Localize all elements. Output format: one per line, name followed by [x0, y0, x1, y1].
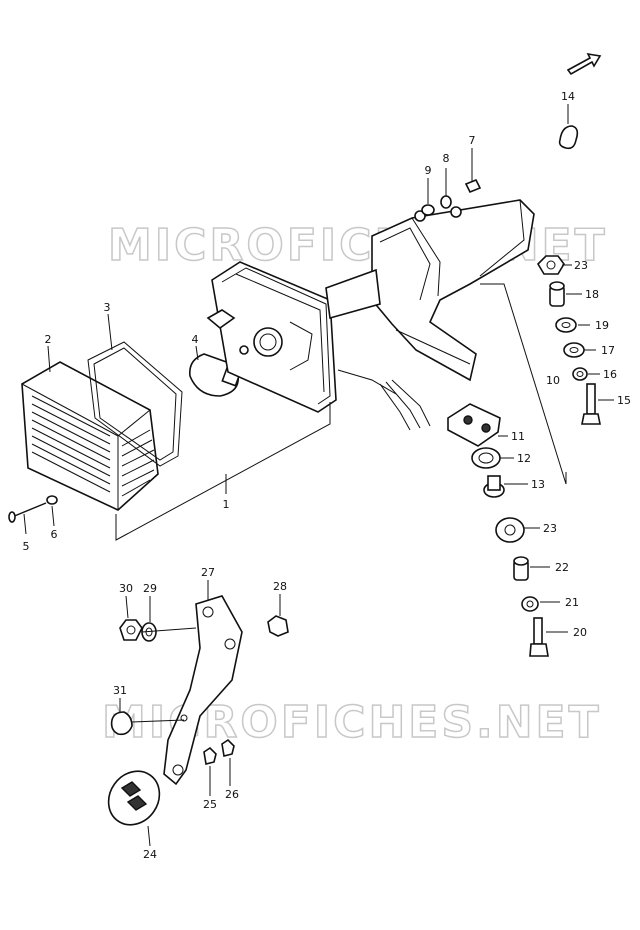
callout-11: 11	[511, 430, 525, 443]
callout-18: 18	[585, 288, 599, 301]
callouts: 2 3 4 1 5 6 7 8 9 10 11 12 13 14 15 16 1…	[23, 90, 632, 861]
nut-25	[203, 746, 217, 765]
washer-17	[563, 342, 585, 358]
nut-16	[572, 367, 588, 381]
front-arrow-icon	[566, 52, 602, 76]
callout-30: 30	[119, 582, 133, 595]
wire-clamp	[447, 403, 501, 447]
callout-28: 28	[273, 580, 287, 593]
callout-13: 13	[531, 478, 545, 491]
callout-15: 15	[617, 394, 631, 407]
tail-light-housing	[206, 261, 431, 431]
lens-gasket	[87, 341, 183, 467]
callout-10: 10	[546, 374, 560, 387]
callout-29: 29	[143, 582, 157, 595]
callout-8: 8	[443, 152, 450, 165]
callout-23-bottom: 23	[543, 522, 557, 535]
washer-19	[555, 317, 577, 333]
bolt-15	[581, 383, 601, 425]
tail-light-bracket	[325, 199, 535, 382]
reflector	[107, 770, 161, 826]
callout-17: 17	[601, 344, 615, 357]
leader-lines	[23, 104, 614, 847]
callout-6: 6	[51, 528, 58, 541]
callout-27: 27	[201, 566, 215, 579]
callout-25: 25	[203, 798, 217, 811]
callout-22: 22	[555, 561, 569, 574]
callout-20: 20	[573, 626, 587, 639]
callout-5: 5	[23, 540, 30, 553]
washer-9	[421, 204, 435, 216]
washer-8	[440, 195, 452, 209]
tail-light-lens	[21, 361, 159, 511]
nut-21	[521, 596, 539, 612]
cap	[558, 125, 579, 150]
nut-28	[267, 615, 289, 637]
spacer-22	[513, 556, 529, 581]
grommet	[471, 447, 501, 469]
callout-24: 24	[143, 848, 157, 861]
callout-23-top: 23	[574, 259, 588, 272]
callout-3: 3	[104, 301, 111, 314]
callout-9: 9	[425, 164, 432, 177]
watermark-top: MICROFICHES.NET	[108, 220, 608, 271]
bolt-7	[464, 178, 482, 194]
callout-2: 2	[45, 333, 52, 346]
nut-23-bottom	[495, 517, 525, 543]
callout-7: 7	[469, 134, 476, 147]
nut-30	[119, 619, 143, 641]
callout-21: 21	[565, 596, 579, 609]
collar	[483, 475, 505, 498]
callout-31: 31	[113, 684, 127, 697]
nut-26	[221, 738, 235, 757]
nut-23-top	[536, 255, 565, 275]
screw-washer	[46, 495, 58, 505]
callout-19: 19	[595, 319, 609, 332]
lens-screw	[8, 502, 47, 523]
callout-4: 4	[192, 333, 199, 346]
callout-14: 14	[561, 90, 575, 103]
nut-31	[110, 711, 133, 736]
reflector-bracket	[163, 595, 243, 786]
callout-1: 1	[223, 498, 230, 511]
callout-16: 16	[603, 368, 617, 381]
bolt-20	[529, 617, 549, 657]
callout-26: 26	[225, 788, 239, 801]
spacer-18	[549, 281, 565, 307]
callout-12: 12	[517, 452, 531, 465]
